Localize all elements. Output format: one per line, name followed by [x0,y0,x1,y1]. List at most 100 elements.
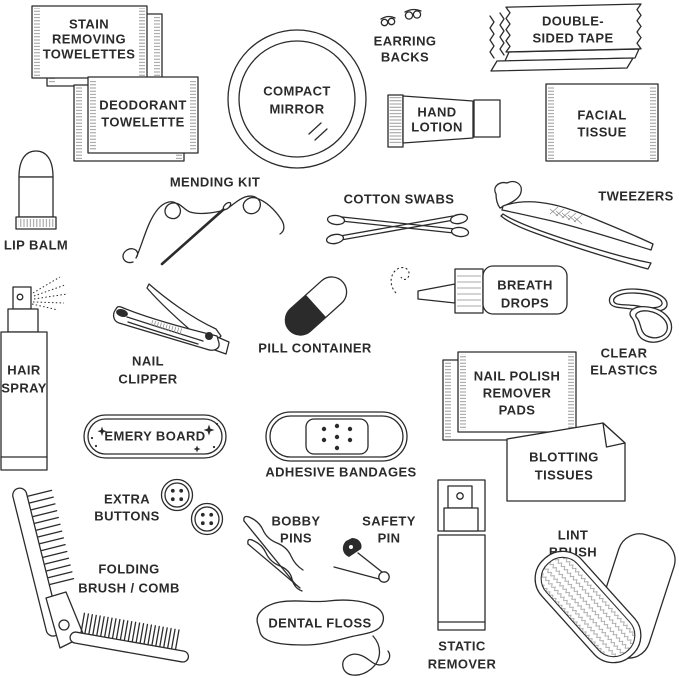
facial-tissue-label: TISSUE [577,124,626,139]
blotting-tissues-label: TISSUES [535,467,593,482]
mending-kit-label: MENDING KIT [170,174,260,189]
double-sided-tape-label: DOUBLE- [542,13,604,28]
swab-icon [339,215,455,241]
needle-icon [160,207,226,266]
lint-brush: LINT BRUSH [534,527,676,664]
sparkle-icon [90,422,219,453]
tape-strip-icon [505,3,642,53]
lint-pad-icon [534,550,642,664]
bottle-body-icon [0,331,48,471]
earring-back-icon [404,8,422,20]
stain-removing-towelettes: STAIN REMOVING TOWELETTES [31,5,163,87]
deodorant-towelette: DEODORANT TOWELETTE [73,76,199,162]
pivot-dot [205,332,213,340]
nail-clipper-label: CLIPPER [118,371,177,386]
bottle-body-icon [437,534,486,631]
tube-body-icon [402,95,474,144]
safety-pin-label: SAFETY [362,513,416,528]
pill-container-label: PILL CONTAINER [258,340,372,355]
swab-icon [340,216,456,234]
dropper-tip-icon [417,283,456,304]
folded-corner-icon [602,422,626,448]
extra-buttons-label: EXTRA [104,491,150,506]
clear-elastics-label: ELASTICS [590,362,657,377]
drop-puff-icon [390,266,410,294]
nail-polish-remover-pads-label: NAIL POLISH [474,368,561,383]
breath-drops-label: BREATH [497,277,553,292]
lint-brush-label: LINT [558,527,588,542]
hand-lotion-label: LOTION [411,119,463,134]
pill-container: PILL CONTAINER [258,276,372,355]
sheet-icon [506,422,626,502]
elastic-band-icon [608,288,668,313]
compact-mirror-label: MIRROR [269,101,324,116]
dental-floss-label: DENTAL FLOSS [268,615,371,630]
earring-backs-label: BACKS [381,49,429,64]
needle-eye-icon [222,201,232,211]
bobby-pins-label: BOBBY [272,513,321,528]
facial-tissue: FACIAL TISSUE [545,83,659,162]
double-sided-tape: DOUBLE- SIDED TAPE [489,3,642,72]
safety-pin-icon [333,538,390,583]
stain-removing-towelettes-label: STAIN [69,16,109,31]
emery-board-label: EMERY BOARD [104,428,205,443]
cotton-swabs-label: COTTON SWABS [344,191,455,206]
safety-pin-label: PIN [378,530,401,545]
hand-lotion: HAND LOTION [387,94,501,148]
balm-dome-icon [18,150,54,178]
extra-buttons: EXTRA BUTTONS [94,478,224,536]
cotton-swabs: COTTON SWABS [325,191,470,245]
wipe-packet-icon [545,83,659,162]
spray-mist-icon [31,276,68,311]
dropper-body-icon [482,265,568,315]
clear-elastics-label: CLEAR [601,345,648,360]
hand-lotion-label: HAND [417,104,456,119]
elastic-band-icon [629,306,673,343]
emery-board: EMERY BOARD [83,414,227,459]
clear-elastics: CLEAR ELASTICS [590,288,673,377]
thread-icon [122,195,285,264]
breath-drops-label: DROPS [501,295,549,310]
comb-icon [69,612,190,663]
button-icon [190,502,224,536]
stain-removing-towelettes-label: TOWELETTES [43,46,136,61]
bobby-pin-icon [243,515,304,586]
mending-kit: MENDING KIT [122,174,285,266]
nail-polish-remover-pads: NAIL POLISH REMOVER PADS [442,351,577,441]
earring-backs-label: EARRING [374,33,437,48]
nail-clipper: NAIL CLIPPER [112,283,230,386]
double-sided-tape-label: SIDED TAPE [532,30,613,45]
nail-polish-remover-pads-label: REMOVER [483,385,552,400]
file-texture [150,320,183,335]
adhesive-bandages-label: ADHESIVE BANDAGES [265,464,416,479]
lip-balm: LIP BALM [4,150,68,252]
static-remover-label: REMOVER [428,656,497,671]
folding-brush-comb-label: FOLDING [98,561,159,576]
hair-spray-label: SPRAY [1,380,47,395]
floss-loop-icon [256,599,385,646]
capsule-icon [284,276,348,336]
tube-cap-icon [473,99,501,138]
mirror-glass-icon [238,40,356,158]
dental-floss: DENTAL FLOSS [256,599,391,676]
bobby-pins: BOBBY PINS [243,513,321,592]
earring-back-icon [380,15,396,27]
static-remover: STATIC REMOVER [428,479,497,671]
adhesive-bandages: ADHESIVE BANDAGES [265,411,416,479]
wipe-packet-icon [87,76,199,154]
nail-polish-remover-pads-label: PADS [499,402,536,417]
compact-mirror: COMPACT MIRROR [227,29,367,169]
blotting-tissues-label: BLOTTING [529,449,599,464]
bobby-pin-icon [247,538,303,592]
deodorant-towelette-label: DEODORANT [99,97,186,112]
button-icon [160,478,194,512]
hair-spray: HAIR SPRAY [0,276,68,471]
lip-balm-label: LIP BALM [4,237,68,252]
extra-buttons-label: BUTTONS [94,508,159,523]
balm-body-icon [18,176,54,218]
blotting-tissues: BLOTTING TISSUES [506,422,626,502]
tweezers-label: TWEEZERS [598,188,673,203]
wipe-packet-icon [457,351,577,433]
bobby-pins-label: PINS [280,530,312,545]
